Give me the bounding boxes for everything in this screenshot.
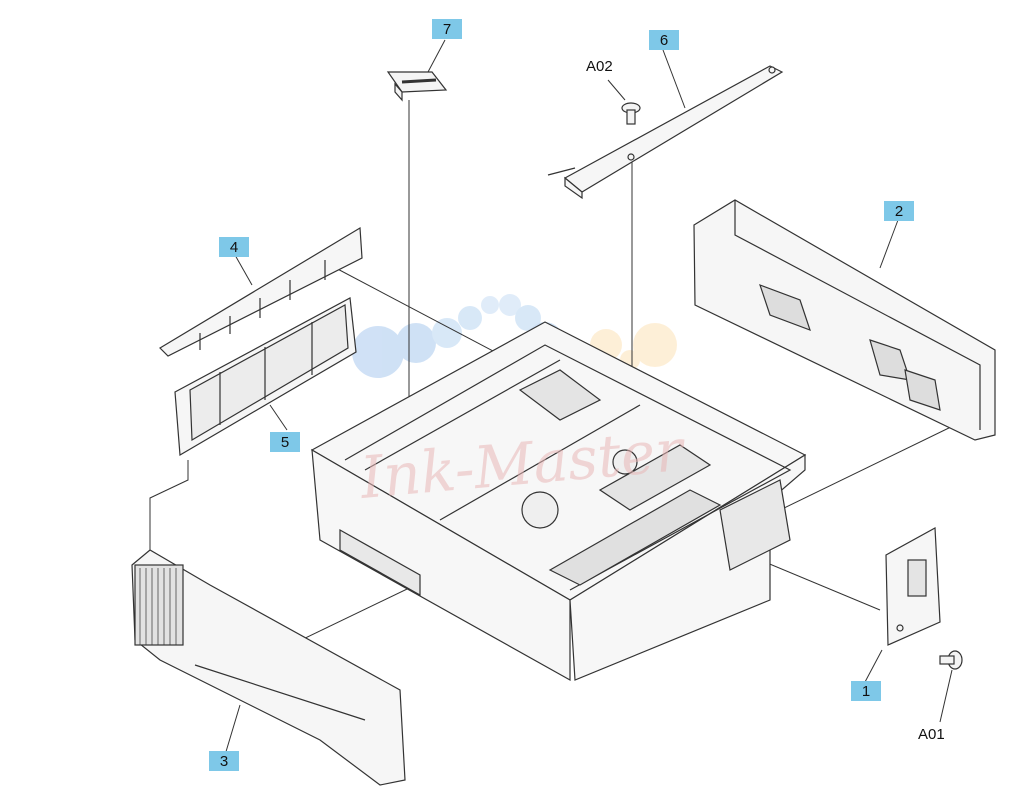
screw-a01 <box>939 650 963 670</box>
part-3-front-cover <box>131 549 406 786</box>
part-7-bracket <box>386 71 448 102</box>
part-2-side-panel <box>693 199 996 441</box>
callout-7: 7 <box>432 19 462 39</box>
leader-line-1 <box>759 559 881 611</box>
part-1-plate <box>885 527 941 646</box>
callout-5: 5 <box>270 432 300 452</box>
leader-line-5 <box>149 460 189 550</box>
part-6-rail <box>547 65 784 200</box>
callout-1: 1 <box>851 681 881 701</box>
screw-label-a02: A02 <box>586 58 613 75</box>
part-5-panel <box>174 297 357 457</box>
callout-3: 3 <box>209 751 239 771</box>
screw-a02 <box>621 102 641 125</box>
leader-line-2 <box>779 424 956 511</box>
part-4-plate <box>159 226 363 357</box>
leader-line-4 <box>329 264 511 361</box>
main-tray-chassis <box>310 321 807 682</box>
callout-2: 2 <box>884 201 914 221</box>
callout-4: 4 <box>219 237 249 257</box>
screw-label-a01: A01 <box>918 726 945 743</box>
callout-6: 6 <box>649 30 679 50</box>
